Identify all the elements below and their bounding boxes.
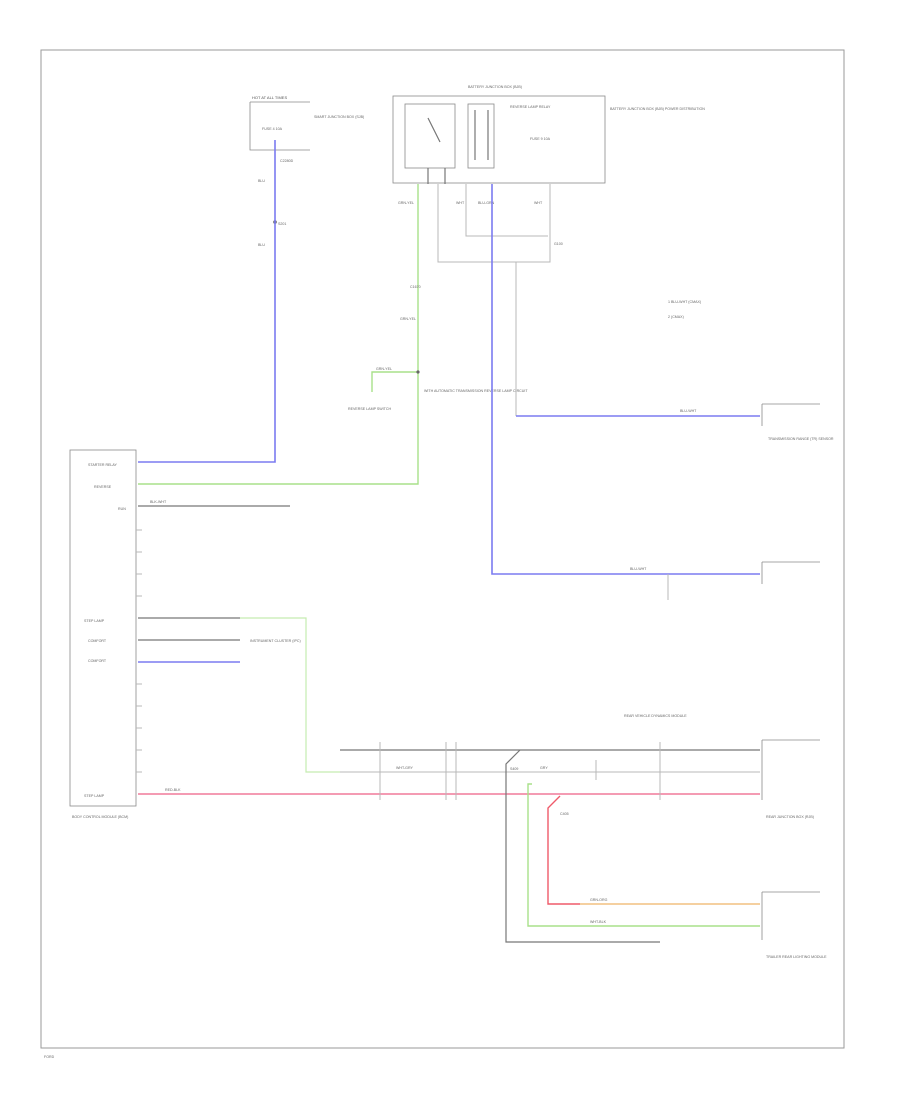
wire-gry-label: GRY bbox=[540, 766, 548, 770]
bcm-pin-step-lamp: STEP LAMP bbox=[84, 619, 105, 623]
bcm-pin-starter-relay: STARTER RELAY bbox=[88, 463, 118, 467]
wire-blu-wht-b-label: BLU-WHT bbox=[630, 567, 647, 571]
sjb-label-left: SMART JUNCTION BOX (SJB) bbox=[314, 115, 364, 119]
reverse-switch-branch bbox=[371, 371, 418, 392]
wire-blu-grn-label: BLU-GRN bbox=[478, 201, 495, 205]
wire-grn-org-label: GRN-ORG bbox=[590, 898, 608, 902]
bjb-box bbox=[392, 95, 606, 184]
relay-ground-loop bbox=[437, 184, 551, 263]
reverse-switch-splice bbox=[416, 370, 420, 374]
sjb-fuse-box bbox=[249, 101, 310, 151]
wire-wht-gry-label: WHT-GRY bbox=[396, 766, 414, 770]
reverse-lamp-switch-label: REVERSE LAMP SWITCH bbox=[348, 407, 391, 411]
legend-item-2: 2 (CMAX) bbox=[668, 315, 684, 319]
legend-item-1: 1 BLU-WHT (CMAX) bbox=[668, 300, 701, 304]
tr-sensor-label: TRANSMISSION RANGE (TR) SENSOR bbox=[768, 437, 834, 441]
s201-label: S201 bbox=[278, 222, 286, 226]
wire-wht-label: WHT bbox=[456, 201, 465, 205]
rear-junction-box-label: REAR JUNCTION BOX (RJB) bbox=[766, 815, 814, 819]
blue-wire-sjb-to-bcm bbox=[138, 140, 276, 463]
rear-junction-bracket bbox=[761, 739, 820, 800]
relay-inner-wires bbox=[465, 184, 548, 237]
c405-label: C405 bbox=[560, 812, 569, 816]
wire-blu-wht-a-label: BLU-WHT bbox=[680, 409, 697, 413]
bcm-pin-ticks bbox=[136, 529, 142, 773]
wire-wht-blk-label: WHT-BLK bbox=[590, 920, 607, 924]
wire-wht2-label: WHT bbox=[534, 201, 543, 205]
green-wire-reverse bbox=[138, 184, 419, 485]
c1670-label: C1670 bbox=[410, 285, 421, 289]
bjb-title-label: BATTERY JUNCTION BOX (BJB) bbox=[468, 85, 522, 89]
grn-yel-left-label: GRN-YEL bbox=[376, 367, 392, 371]
g100-label: G100 bbox=[554, 242, 563, 246]
relay-coil-box bbox=[467, 103, 495, 169]
footer-label: FORD bbox=[44, 1055, 55, 1059]
relay-switch-box bbox=[404, 103, 456, 169]
diagram-frame bbox=[40, 49, 845, 1049]
blu-label-top: BLU bbox=[258, 179, 265, 183]
wire-red-blk-label: RED-BLK bbox=[165, 788, 181, 792]
blu-label-mid: BLU bbox=[258, 243, 265, 247]
bcm-pin-comfort-2: COMFORT bbox=[88, 659, 107, 663]
second-module-bracket bbox=[761, 561, 820, 584]
fuse-right-label: FUSE 9 10A bbox=[530, 137, 551, 141]
relay-switch-contact bbox=[427, 117, 446, 184]
rear-vehicle-label: REAR VEHICLE DYNAMICS MODULE bbox=[624, 714, 687, 718]
grn-yel-mid-label: GRN-YEL bbox=[400, 317, 416, 321]
wire-grn-yel-label: GRN-YEL bbox=[398, 201, 414, 205]
instrument-cluster-label: INSTRUMENT CLUSTER (IPC) bbox=[250, 639, 301, 643]
rear-lighting-module-label: TRAILER REAR LIGHTING MODULE bbox=[766, 955, 827, 959]
rear-lighting-bracket bbox=[761, 891, 820, 940]
bcm-pin-reverse: REVERSE bbox=[94, 485, 112, 489]
hot-at-all-times-label-left: HOT AT ALL TIMES bbox=[252, 95, 287, 100]
reverse-lamp-relay-label: REVERSE LAMP RELAY bbox=[510, 105, 551, 109]
fuse-label-left: FUSE 4 10A bbox=[262, 127, 283, 131]
drop-loop-black bbox=[505, 749, 660, 943]
tr-sensor-bracket bbox=[761, 403, 820, 426]
bcm-pin-step-lamp-2: STEP LAMP bbox=[84, 794, 105, 798]
c2280d-label: C2280D bbox=[280, 159, 294, 163]
s409-label: S409 bbox=[510, 767, 518, 771]
bcm-name-label: BODY CONTROL MODULE (BCM) bbox=[72, 815, 128, 819]
run-wire-label: BLK-WHT bbox=[150, 500, 167, 504]
bcm-pin-run: RUN bbox=[118, 507, 126, 511]
red-wire-down bbox=[547, 795, 580, 905]
bus-connector-marks bbox=[379, 742, 661, 800]
bcm-pin-comfort-1: COMFORT bbox=[88, 639, 107, 643]
bjb-right-label: BATTERY JUNCTION BOX (BJB) POWER DISTRIB… bbox=[610, 107, 705, 111]
green-wire-step-lamp bbox=[240, 617, 340, 773]
green-wire-to-rear-lighting bbox=[527, 783, 760, 927]
automatic-transmission-note: WITH AUTOMATIC TRANSMISSION REVERSE LAMP… bbox=[424, 389, 528, 393]
relay-coil bbox=[474, 110, 489, 160]
blue-wire-to-second-module bbox=[491, 184, 760, 575]
bcm-module bbox=[69, 449, 137, 807]
